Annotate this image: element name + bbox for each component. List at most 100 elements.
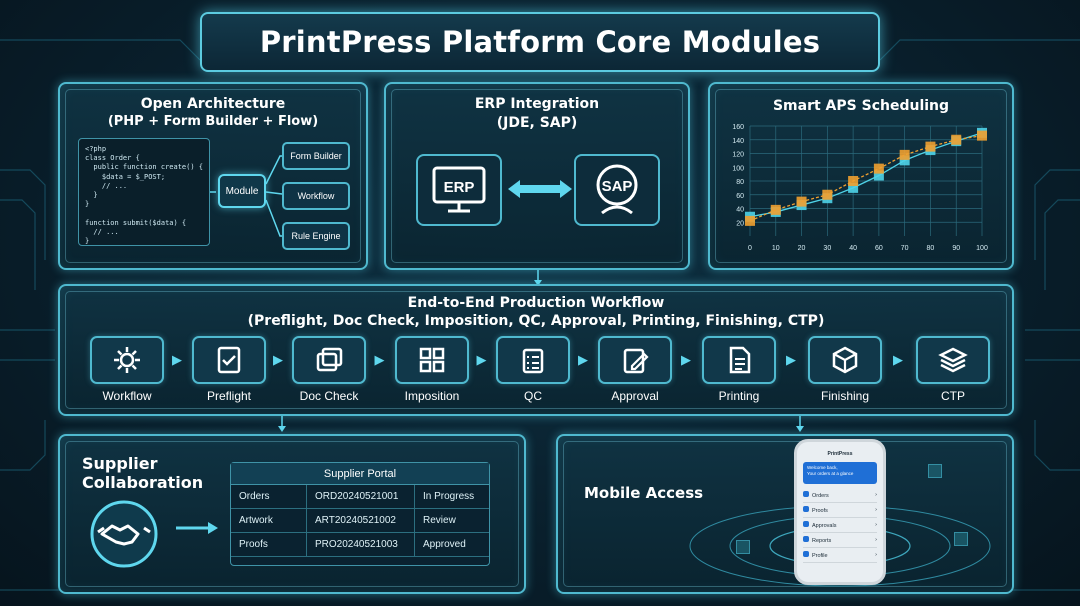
chevron-right-icon: › — [875, 552, 877, 558]
open-architecture-panel: Open Architecture (PHP + Form Builder + … — [58, 82, 368, 270]
title-banner: PrintPress Platform Core Modules — [200, 12, 880, 72]
phone-menu: Orders›Proofs›Approvals›Reports›Profile› — [797, 488, 883, 563]
menu-item-icon — [803, 506, 809, 512]
printed-page-icon — [729, 346, 751, 374]
workflow-subtitle: (Preflight, Doc Check, Imposition, QC, A… — [247, 313, 825, 329]
mobile-title: Mobile Access — [584, 484, 704, 502]
code-line: } — [85, 236, 90, 245]
step-label: Finishing — [820, 389, 870, 403]
data-point — [873, 163, 884, 174]
series-line — [749, 134, 983, 222]
phone-menu-item[interactable]: Approvals › — [803, 518, 877, 533]
step-icon-box — [395, 336, 469, 384]
data-point — [925, 141, 936, 152]
phone-app-name: PrintPress — [827, 451, 853, 457]
sap-box: SAP — [574, 154, 660, 226]
phone-menu-label: Approvals — [812, 523, 837, 529]
step-arrow-icon: ▶ — [681, 352, 691, 367]
form-builder-label: Form Builder — [290, 151, 342, 161]
phone-mockup: PrintPress Welcome back, Your orders at … — [794, 439, 886, 585]
x-tick-label: 60 — [875, 245, 883, 252]
open-architecture-subtitle: (PHP + Form Builder + Flow) — [107, 114, 319, 129]
table-cell: Artwork — [231, 509, 307, 533]
module-label: Module — [225, 185, 259, 197]
data-point — [745, 215, 755, 226]
code-line: $data = $_POST; — [85, 172, 166, 181]
chevron-right-icon: › — [875, 537, 877, 543]
y-tick-label: 120 — [732, 152, 744, 159]
step-icon-box — [90, 336, 164, 384]
step-label: Imposition — [404, 389, 460, 403]
step-label: Workflow — [102, 389, 152, 403]
x-tick-label: 70 — [901, 245, 909, 252]
workflow-label: Workflow — [297, 191, 335, 201]
phone-menu-item[interactable]: Proofs › — [803, 503, 877, 518]
supplier-title-line1: Supplier — [82, 454, 158, 473]
table-cell: Orders — [231, 485, 307, 509]
handshake-icon — [90, 500, 158, 568]
phone-menu-item[interactable]: Reports› — [803, 533, 877, 548]
erp-title: ERP Integration — [474, 96, 600, 112]
rule-engine-label: Rule Engine — [291, 231, 341, 241]
data-point — [873, 170, 884, 181]
workflow-step-preflight: Preflight — [192, 336, 266, 403]
sap-logo-icon: SAP — [596, 164, 638, 215]
clipboard-check-icon — [522, 348, 544, 374]
data-point — [796, 196, 807, 207]
supplier-panel: Supplier Collaboration Supplier Portal O… — [58, 434, 526, 594]
form-builder-box: Form Builder — [282, 142, 350, 170]
code-line: function submit($data) { — [85, 218, 187, 227]
table-cell: PRO20240521003 — [307, 533, 415, 557]
data-point — [951, 134, 962, 145]
data-point — [822, 189, 833, 200]
code-line: // ... — [85, 227, 119, 236]
workflow-step-approval: Approval — [598, 336, 672, 403]
sap-label: SAP — [602, 178, 633, 195]
y-tick-label: 100 — [732, 165, 744, 172]
erp-subtitle: (JDE, SAP) — [496, 115, 578, 131]
cube-icon — [736, 540, 750, 554]
data-point — [770, 204, 781, 215]
series-line — [749, 132, 983, 218]
step-label: Printing — [718, 389, 760, 403]
y-tick-label: 20 — [736, 220, 744, 227]
cube-icon — [928, 464, 942, 478]
code-line: // ... — [85, 181, 128, 190]
code-line: } — [85, 200, 90, 209]
pen-approve-icon — [623, 348, 649, 374]
workflow-box: Workflow — [282, 182, 350, 210]
step-icon-box — [496, 336, 570, 384]
portal-arrow-icon — [176, 522, 218, 534]
menu-item-icon — [803, 491, 809, 497]
data-point — [848, 182, 859, 193]
menu-item-icon — [803, 551, 809, 557]
x-tick-label: 100 — [976, 245, 988, 252]
phone-menu-item[interactable]: Profile › — [803, 548, 877, 563]
phone-banner-line1: Welcome back, — [807, 465, 838, 470]
step-icon-box — [192, 336, 266, 384]
package-icon — [832, 346, 858, 374]
code-line: } — [85, 190, 98, 199]
step-icon-box — [292, 336, 366, 384]
workflow-step-doc-check: Doc Check — [292, 336, 366, 403]
table-cell: Approved — [415, 533, 489, 557]
phone-menu-label: Orders — [812, 493, 829, 499]
erp-label: ERP — [444, 179, 475, 196]
step-arrow-icon: ▶ — [893, 352, 903, 367]
gear-icon — [114, 347, 140, 373]
chevron-right-icon: › — [875, 522, 877, 528]
chevron-right-icon: › — [875, 507, 877, 513]
step-arrow-icon: ▶ — [273, 352, 283, 367]
open-architecture-title: Open Architecture — [140, 96, 286, 112]
phone-menu-label: Proofs — [812, 508, 828, 514]
step-label: QC — [524, 389, 542, 403]
phone-menu-label: Profile — [812, 553, 828, 559]
phone-menu-item[interactable]: Orders› — [803, 488, 877, 503]
y-tick-label: 40 — [736, 207, 744, 214]
